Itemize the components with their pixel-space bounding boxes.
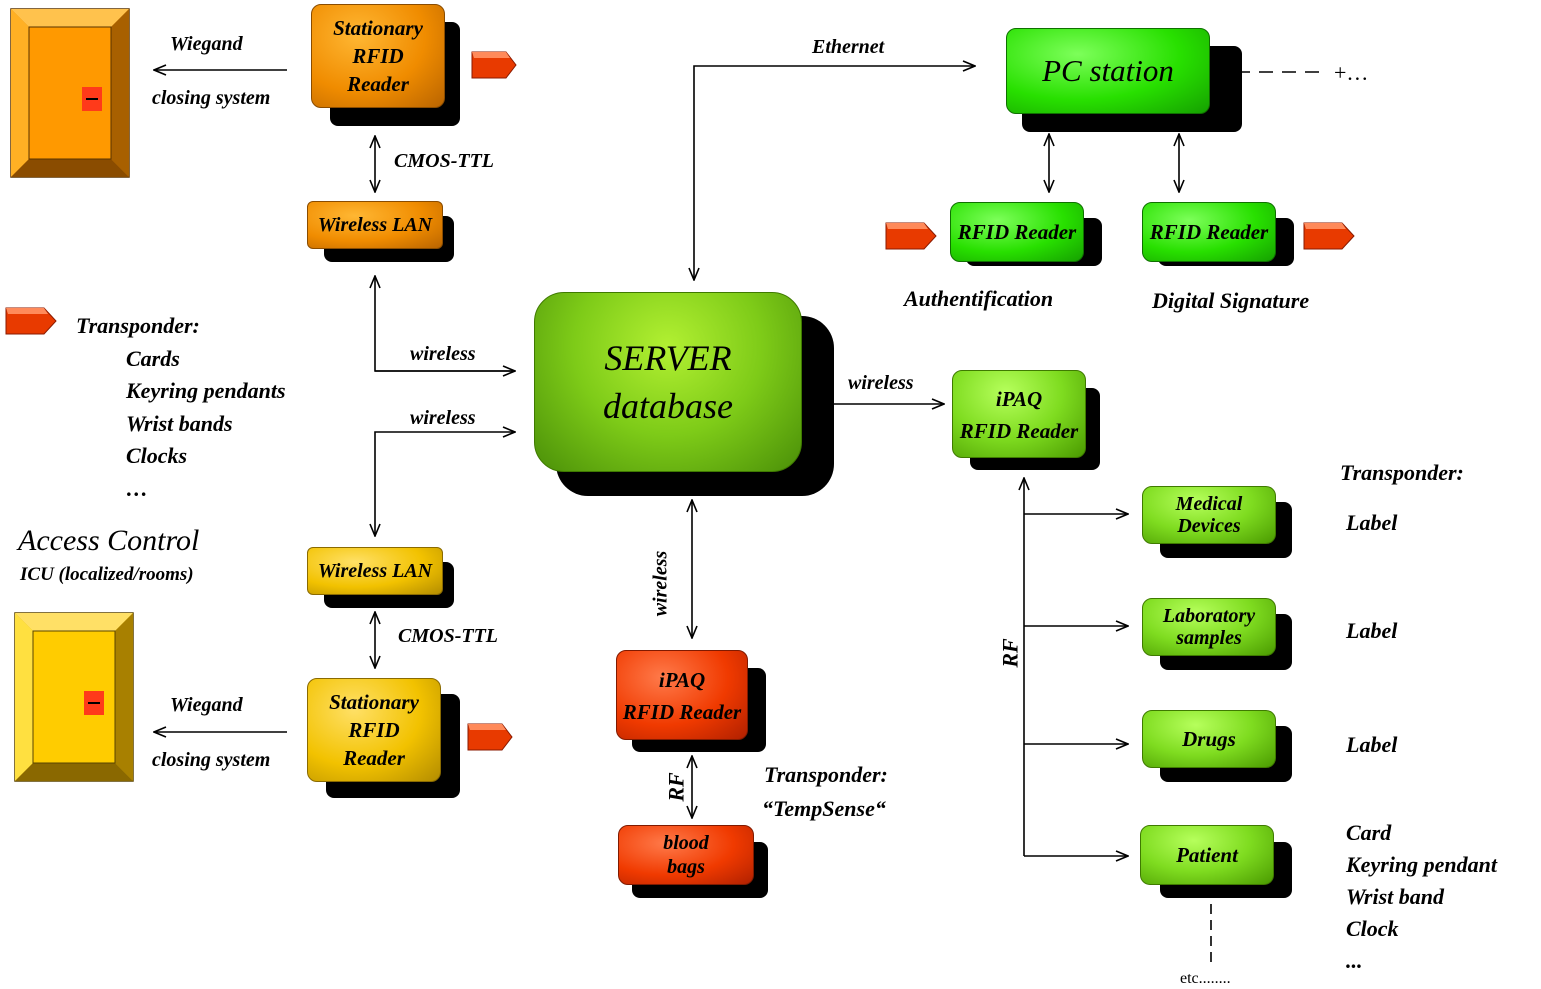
wlan-top-label: Wireless LAN	[317, 213, 433, 236]
wireless-label-4: wireless	[649, 550, 672, 617]
pc-station-node[interactable]: PC station	[1006, 28, 1210, 114]
access-control-title: Access Control	[18, 524, 200, 557]
server-database-node[interactable]: SERVER database	[534, 292, 802, 472]
left-transponder-item: Cards	[126, 346, 180, 371]
medical-devices-node[interactable]: Medical Devices	[1142, 486, 1276, 544]
blood-line-2: bags	[667, 856, 705, 878]
pc-station-label: PC station	[1042, 53, 1174, 88]
rfid-reader-sign-node[interactable]: RFID Reader	[1142, 202, 1276, 262]
rfid-reader-auth-node[interactable]: RFID Reader	[950, 202, 1084, 262]
server-title: SERVER	[604, 338, 732, 378]
ethernet-connector	[694, 66, 975, 280]
medical-line-2: Devices	[1177, 515, 1241, 537]
patient-item: Card	[1346, 820, 1392, 845]
left-transponder-item: Clocks	[126, 443, 188, 468]
patient-label: Patient	[1176, 842, 1238, 867]
door-top-icon	[10, 8, 130, 178]
transponder-chip-icon	[885, 222, 937, 250]
patient-node[interactable]: Patient	[1140, 825, 1274, 885]
left-transponder-heading: Transponder:	[76, 313, 200, 338]
door-bottom-icon	[14, 612, 134, 782]
stationary-top-line-1: Stationary	[333, 16, 423, 40]
wireless-label-1: wireless	[410, 343, 476, 365]
stationary-top-line-3: Reader	[347, 72, 409, 96]
wireless-label-2: wireless	[410, 407, 476, 429]
wireless-lan-bottom-node[interactable]: Wireless LAN	[307, 547, 443, 595]
closing-bottom-label: closing system	[152, 749, 271, 771]
ipaq-right-line-1: iPAQ	[995, 387, 1043, 411]
patient-item: Clock	[1346, 916, 1399, 941]
transponder-chip-icon	[467, 723, 513, 751]
transponder-chip-icon	[1303, 222, 1355, 250]
right-label-medical: Label	[1346, 510, 1398, 535]
blood-bags-node[interactable]: blood bags	[618, 825, 754, 885]
stationary-bottom-line-3: Reader	[343, 746, 405, 770]
rfid-sign-label: RFID Reader	[1149, 219, 1269, 244]
ipaq-right-node[interactable]: iPAQ RFID Reader	[952, 370, 1086, 458]
left-transponder-item: …	[126, 476, 148, 501]
patient-item: Wrist band	[1346, 884, 1445, 909]
sign-caption: Digital Signature	[1152, 288, 1310, 313]
left-transponder-item: Keyring pendants	[126, 378, 286, 403]
lab-samples-node[interactable]: Laboratory samples	[1142, 598, 1276, 656]
rf-left-label: RF	[997, 638, 1023, 668]
left-transponder-item: Wrist bands	[126, 411, 233, 436]
ipaq-bottom-line-1: iPAQ	[658, 668, 706, 692]
ethernet-label: Ethernet	[812, 36, 885, 58]
pc-extra-label: +…	[1334, 60, 1369, 85]
stationary-top-line-2: RFID	[352, 44, 404, 68]
closing-top-label: closing system	[152, 87, 271, 109]
ipaq-bottom-node[interactable]: iPAQ RFID Reader	[616, 650, 748, 740]
patient-item: ...	[1346, 948, 1363, 973]
wiegand-top-label: Wiegand	[170, 33, 243, 55]
blood-line-1: blood	[663, 832, 709, 854]
ipaq-bottom-line-2: RFID Reader	[622, 700, 742, 724]
wireless-label-3: wireless	[848, 372, 914, 394]
stationary-reader-bottom-node[interactable]: Stationary RFID Reader	[307, 678, 441, 782]
server-subtitle: database	[603, 386, 733, 426]
stationary-bottom-line-1: Stationary	[329, 690, 419, 714]
ipaq-right-line-2: RFID Reader	[959, 419, 1079, 443]
icu-subtitle: ICU (localized/rooms)	[20, 564, 194, 585]
stationary-reader-top-node[interactable]: Stationary RFID Reader	[311, 4, 445, 108]
lab-line-1: Laboratory	[1162, 605, 1256, 627]
wlan-bottom-server-connector	[375, 432, 515, 536]
lab-line-2: samples	[1176, 627, 1242, 649]
drugs-label: Drugs	[1182, 726, 1236, 751]
patient-item: Keyring pendant	[1346, 852, 1497, 877]
wireless-lan-top-node[interactable]: Wireless LAN	[307, 201, 443, 249]
drugs-node[interactable]: Drugs	[1142, 710, 1276, 768]
right-transponder-heading: Transponder:	[1340, 460, 1464, 485]
rf-bottom-label: RF	[663, 772, 689, 802]
wiegand-bottom-label: Wiegand	[170, 694, 243, 716]
right-label-lab: Label	[1346, 618, 1398, 643]
right-label-drugs: Label	[1346, 732, 1398, 757]
cmos-top-label: CMOS-TTL	[394, 150, 494, 172]
rfid-auth-label: RFID Reader	[957, 219, 1077, 244]
bottom-transponder-heading: Transponder:	[764, 762, 888, 787]
wlan-bottom-label: Wireless LAN	[317, 559, 433, 582]
medical-line-1: Medical	[1175, 493, 1243, 515]
bottom-transponder-name: “TempSense“	[762, 796, 886, 821]
cmos-bottom-label: CMOS-TTL	[398, 625, 498, 647]
etc-label: etc........	[1180, 970, 1231, 987]
stationary-bottom-line-2: RFID	[348, 718, 400, 742]
transponder-chip-icon	[471, 51, 517, 79]
auth-caption: Authentification	[904, 286, 1054, 311]
transponder-chip-icon	[5, 307, 57, 335]
